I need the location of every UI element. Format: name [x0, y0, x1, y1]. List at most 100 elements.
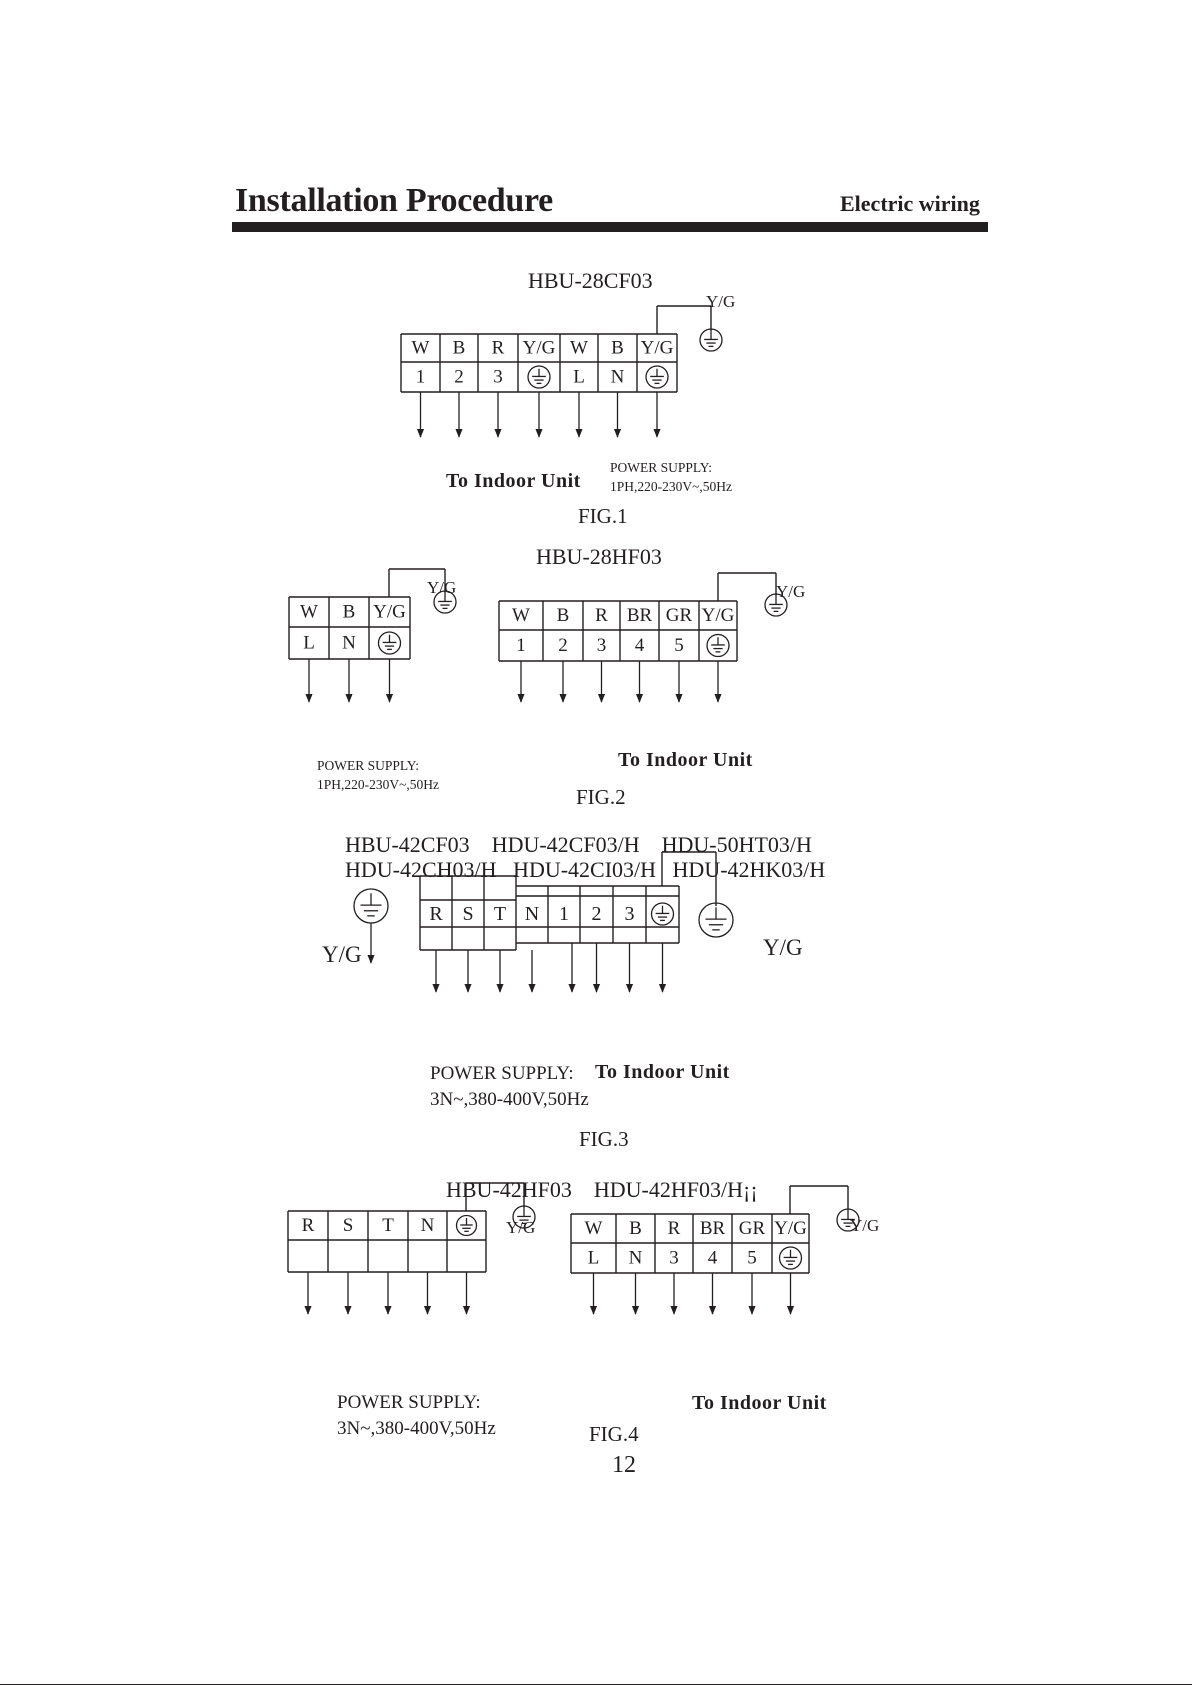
fig1-ground-symbol	[699, 328, 723, 352]
fig1-caption: FIG.1	[578, 504, 628, 528]
fig3-ground-right-symbol-ring	[698, 902, 734, 938]
fig4-power-top-3: N	[421, 1215, 435, 1236]
fig4-indoor-bottom-4: 5	[747, 1248, 757, 1269]
fig2-power-supply-line2: 1PH,220-230V~,50Hz	[317, 777, 440, 792]
fig4-power-top-2: T	[382, 1215, 394, 1236]
fig2-indoor-bottom-2: 3	[597, 635, 607, 656]
fig3-terminal-2: T	[494, 903, 506, 925]
fig2-indoor-bottom-1: 2	[558, 635, 568, 656]
fig3-terminal-3: N	[525, 903, 539, 925]
fig2-power-bottom-1: N	[342, 633, 356, 654]
fig2-power-bottom-gnd-2-ring	[377, 631, 402, 655]
fig4-ground-label-right: Y/G	[850, 1216, 880, 1235]
fig3-terminal-0: R	[429, 903, 443, 925]
fig2-indoor-bottom-0: 1	[516, 635, 526, 656]
fig3-ground-label-right: Y/G	[763, 935, 803, 960]
fig2-indoor-top-1: B	[557, 605, 570, 626]
header-rule	[232, 222, 988, 232]
fig4-power-supply: POWER SUPPLY: 3N~,380-400V,50Hz	[337, 1390, 496, 1442]
fig3-terminal-6: 3	[625, 903, 635, 925]
fig4-indoor-top-5: Y/G	[774, 1218, 807, 1239]
fig4-power-ground-symbol	[512, 1205, 536, 1229]
fig2-caption: FIG.2	[576, 785, 626, 809]
fig4-indoor-bottom-0: L	[588, 1248, 600, 1269]
fig2-indoor-label: To Indoor Unit	[618, 749, 753, 771]
fig3-terminal-gnd-7-ring	[650, 902, 675, 926]
page-title: Installation Procedure	[235, 182, 553, 219]
fig2-power-top-2: Y/G	[373, 602, 406, 623]
fig2-indoor-bottom-gnd-5	[706, 633, 730, 658]
fig1-bottom-4: L	[573, 367, 585, 388]
fig4-power-supply-line2: 3N~,380-400V,50Hz	[337, 1418, 496, 1439]
fig2-power-bottom-gnd-2	[377, 631, 402, 655]
fig1-top-5: B	[611, 338, 624, 359]
fig3-models-line2: HDU-42CH03/H HDU-42CI03/H HDU-42HK03/H	[345, 857, 826, 882]
fig1-indoor-label: To Indoor Unit	[446, 470, 581, 492]
fig3-ground-label-left: Y/G	[322, 942, 362, 967]
fig1-bottom-2: 3	[493, 367, 503, 388]
section-title: Electric wiring	[840, 191, 980, 216]
fig4-indoor-bottom-gnd-5	[778, 1246, 803, 1270]
fig1-bottom-gnd-6	[645, 365, 669, 389]
fig2-indoor-top-3: BR	[627, 605, 653, 626]
fig1-ground-label: Y/G	[706, 292, 736, 311]
fig2-indoor-ground-symbol-ring	[764, 593, 788, 617]
fig4-power-ground-symbol-ring	[512, 1205, 536, 1229]
fig2-power-supply-line1: POWER SUPPLY:	[317, 758, 420, 773]
fig3-models-line1: HBU-42CF03 HDU-42CF03/H HDU-50HT03/H	[345, 832, 812, 857]
fig3-power-supply: POWER SUPPLY: 3N~,380-400V,50Hz	[430, 1061, 589, 1113]
fig2-indoor-top-5: Y/G	[702, 605, 735, 626]
fig2-power-supply: POWER SUPPLY: 1PH,220-230V~,50Hz	[317, 756, 439, 794]
fig4-power-top-0: R	[302, 1215, 315, 1236]
fig4-indoor-top-1: B	[629, 1218, 642, 1239]
fig3-ground-right-symbol	[698, 902, 734, 938]
fig4-power-top-gnd-4	[455, 1214, 478, 1237]
fig1-model: HBU-28CF03	[528, 268, 653, 293]
fig4-indoor-bottom-3: 4	[708, 1248, 718, 1269]
fig3-caption: FIG.3	[579, 1127, 629, 1151]
fig1-power-supply-line1: POWER SUPPLY:	[610, 460, 713, 475]
fig2-indoor-top-4: GR	[666, 605, 693, 626]
fig4-indoor-bottom-1: N	[629, 1248, 643, 1269]
fig1-top-6: Y/G	[641, 338, 674, 359]
fig1-bottom-5: N	[611, 367, 625, 388]
fig3-indoor-label: To Indoor Unit	[595, 1061, 730, 1083]
fig4-indoor-ground-symbol	[836, 1208, 860, 1232]
fig1-top-4: W	[570, 338, 588, 359]
fig4-indoor-top-2: R	[668, 1218, 681, 1239]
fig1-bottom-gnd-3-ring	[527, 365, 551, 389]
fig3-terminal-5: 2	[592, 903, 602, 925]
fig3-power-supply-line2: 3N~,380-400V,50Hz	[430, 1089, 589, 1110]
fig1-bottom-0: 1	[416, 367, 426, 388]
fig2-indoor-top-0: W	[512, 605, 530, 626]
fig1-power-supply-line2: 1PH,220-230V~,50Hz	[610, 479, 733, 494]
fig1-bottom-gnd-3	[527, 365, 551, 389]
fig2-power-ground-symbol	[433, 590, 457, 614]
fig2-model: HBU-28HF03	[536, 544, 662, 569]
fig3-terminal-gnd-7	[650, 902, 675, 926]
fig4-indoor-bottom-2: 3	[669, 1248, 679, 1269]
fig4-caption: FIG.4	[589, 1422, 639, 1446]
fig4-power-supply-line1: POWER SUPPLY:	[337, 1392, 481, 1413]
fig2-indoor-bottom-4: 5	[674, 635, 684, 656]
fig4-indoor-label: To Indoor Unit	[692, 1392, 827, 1414]
fig1-power-supply: POWER SUPPLY: 1PH,220-230V~,50Hz	[610, 458, 732, 496]
fig2-indoor-ground-symbol	[764, 593, 788, 617]
fig4-indoor-top-4: GR	[739, 1218, 766, 1239]
fig3-ground-left-symbol	[353, 888, 389, 924]
fig4-power-top-1: S	[343, 1215, 354, 1236]
fig1-top-2: R	[492, 338, 505, 359]
fig2-indoor-top-2: R	[595, 605, 608, 626]
fig3-terminal-1: S	[462, 903, 473, 925]
fig4-power-top-gnd-4-ring	[455, 1214, 478, 1237]
fig3-terminal-4: 1	[559, 903, 569, 925]
fig4-indoor-top-3: BR	[700, 1218, 726, 1239]
fig1-top-0: W	[412, 338, 430, 359]
fig1-bottom-1: 2	[454, 367, 464, 388]
fig4-indoor-top-0: W	[585, 1218, 603, 1239]
fig2-indoor-bottom-3: 4	[635, 635, 645, 656]
fig1-top-3: Y/G	[523, 338, 556, 359]
fig1-ground-symbol-ring	[699, 328, 723, 352]
